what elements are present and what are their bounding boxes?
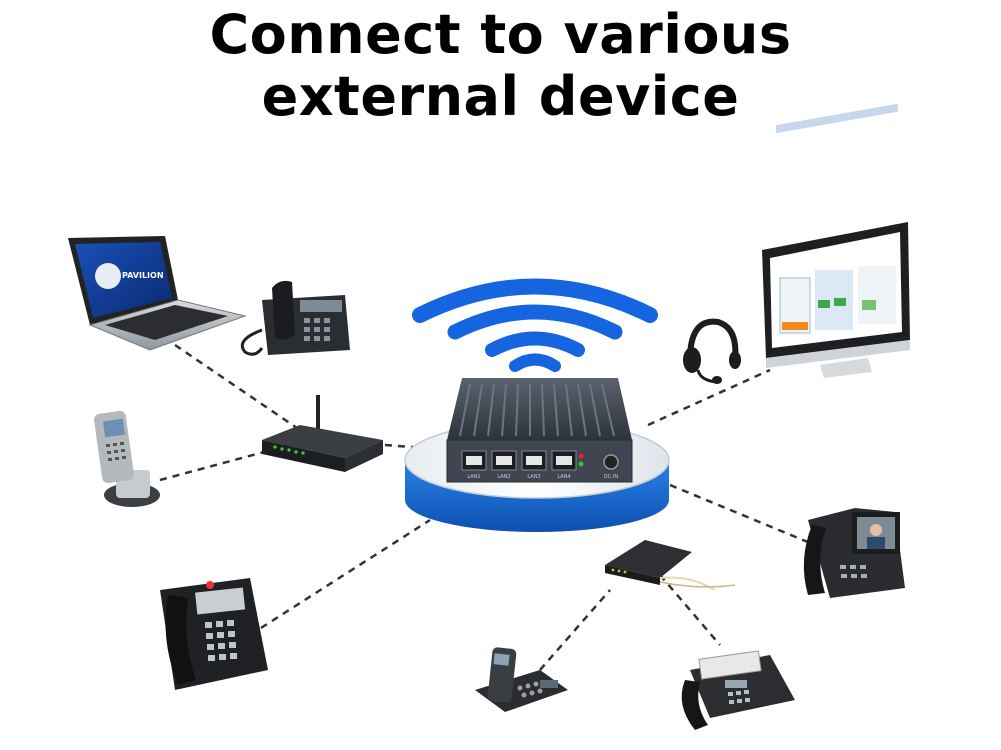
fax-machine-icon — [681, 650, 795, 730]
lan-port-4-icon — [551, 450, 577, 471]
desk-phone-icon — [240, 280, 350, 356]
laptop-logo-text: PAVILION — [122, 271, 164, 280]
port-label: LAN1 — [467, 474, 480, 480]
wifi-router-icon — [262, 395, 383, 472]
cordless-phone-icon — [94, 410, 160, 507]
link-video-phone — [669, 483, 816, 547]
wifi-signal-icon — [412, 278, 658, 372]
ip-desk-phone-icon — [160, 578, 268, 690]
link-headset — [647, 368, 771, 427]
port-label: LAN2 — [497, 474, 510, 480]
port-label: LAN3 — [527, 474, 540, 480]
page-title-line-1: Connect to various — [209, 3, 792, 66]
status-led-icon — [578, 461, 584, 467]
mini-pc-hub-icon: LAN1 LAN2 LAN3 LAN4 DC-IN — [446, 378, 633, 483]
video-phone-icon — [803, 508, 905, 598]
port-label: LAN4 — [557, 474, 570, 480]
headset-icon — [683, 318, 741, 384]
desktop-monitor-icon — [762, 103, 910, 378]
page-title-line-2: external device — [261, 65, 740, 128]
power-label: DC-IN — [604, 474, 619, 480]
link-ip-phone — [249, 518, 431, 637]
status-led-icon — [578, 453, 584, 459]
link-base-phone — [539, 589, 611, 671]
modem-icon — [605, 540, 736, 591]
link-fax — [659, 574, 721, 646]
cordless-base-phone-icon — [475, 647, 568, 712]
lan-port-1-icon — [461, 450, 487, 471]
lan-port-3-icon — [521, 450, 547, 471]
laptop-icon: PAVILION — [68, 236, 247, 351]
power-jack-icon — [603, 454, 619, 470]
lan-port-2-icon — [491, 450, 517, 471]
link-laptop — [174, 343, 301, 432]
link-cordless — [159, 443, 291, 482]
